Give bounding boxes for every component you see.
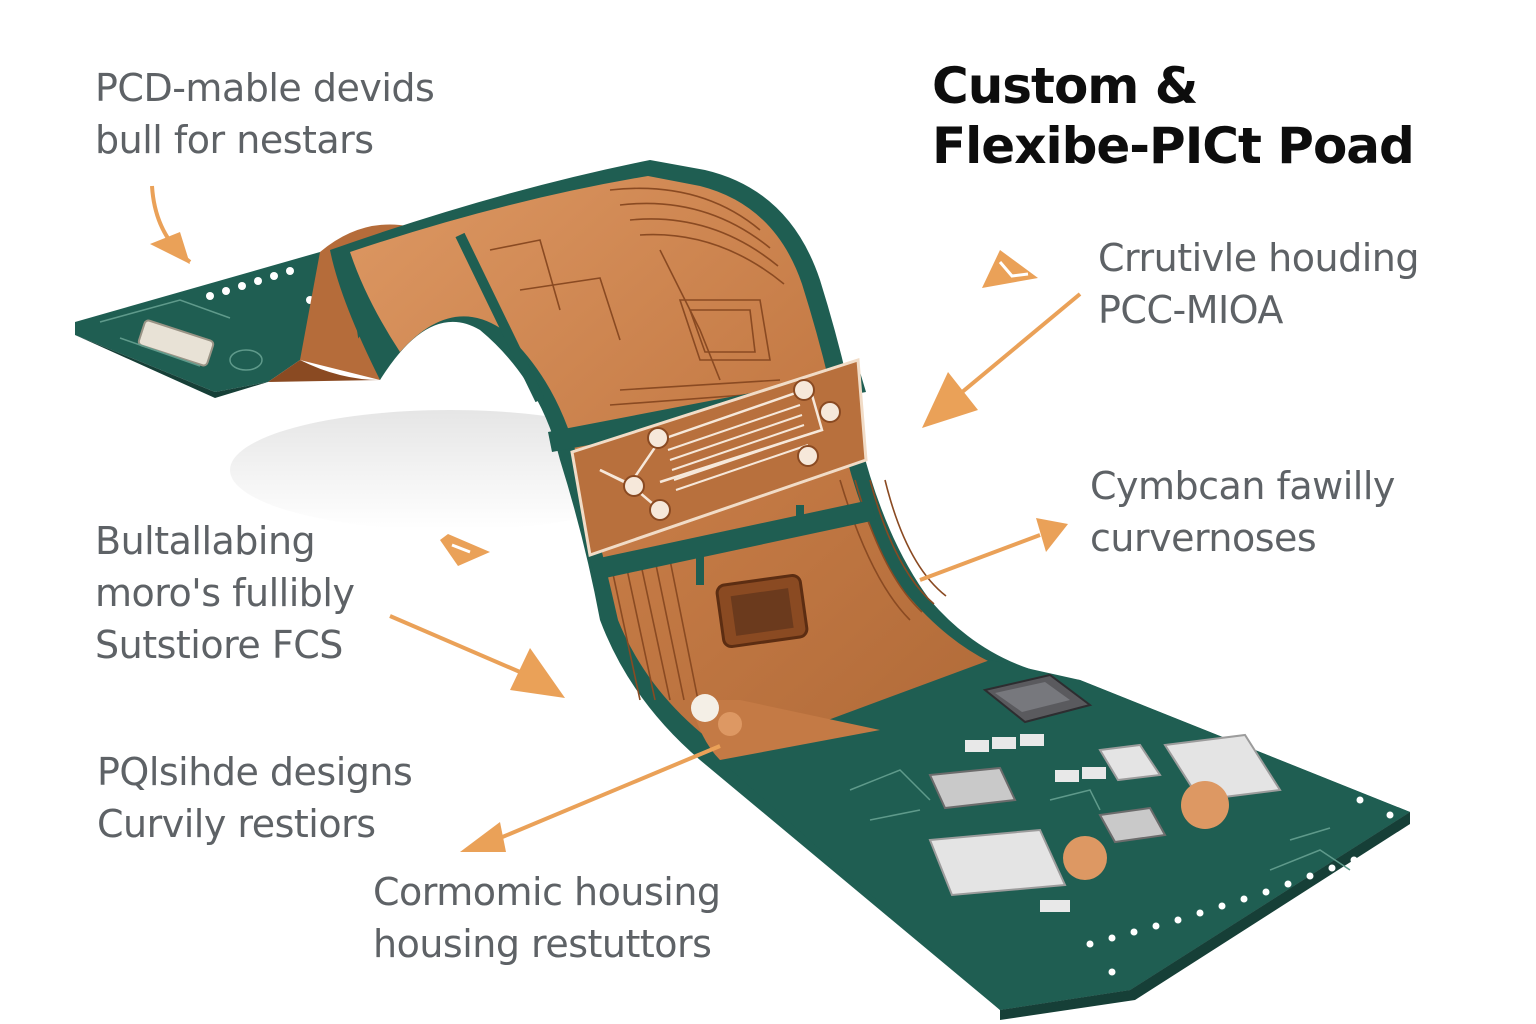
- connector-icon: [623, 379, 841, 521]
- triangle-marker-icon: [982, 250, 1038, 288]
- page-title: Custom & Flexibe-PICt Poad: [932, 56, 1415, 176]
- callout-line: Cymbcan fawilly: [1090, 464, 1395, 508]
- callout-line: Bultallabing: [95, 519, 316, 563]
- callout-mid-right: Cymbcan fawilly curvernoses: [1090, 460, 1395, 564]
- callout-line: PQlsihde designs: [97, 750, 413, 794]
- callout-low-left: PQlsihde designs Curvily restiors: [97, 746, 413, 850]
- chip-icon: [137, 319, 215, 367]
- pad-icon: [1063, 836, 1107, 880]
- callout-line: Crrutivle houding: [1098, 236, 1419, 280]
- callout-line: bull for nestars: [95, 118, 374, 162]
- callout-top-right: Crrutivle houding PCC-MIOA: [1098, 232, 1419, 336]
- callout-line: Sutstiore FCS: [95, 623, 343, 667]
- pad-icon: [718, 712, 742, 736]
- arrow-icon: [150, 185, 192, 264]
- pad-icon: [1181, 781, 1229, 829]
- callout-top-left: PCD-mable devids bull for nestars: [95, 62, 435, 166]
- arrows: [150, 185, 1082, 852]
- callout-line: housing restuttors: [373, 922, 712, 966]
- callout-line: PCC-MIOA: [1098, 288, 1283, 332]
- callout-mid-left: Bultallabing moro's fullibly Sutstiore F…: [95, 515, 355, 671]
- via-holes-lower: [1086, 796, 1394, 976]
- callout-line: curvernoses: [1090, 516, 1317, 560]
- arrow-icon: [460, 744, 721, 852]
- arrow-icon: [922, 292, 1082, 428]
- callout-line: Curvily restiors: [97, 802, 376, 846]
- callout-bottom: Cormomic housing housing restuttors: [373, 866, 721, 970]
- callout-line: moro's fullibly: [95, 571, 355, 615]
- pad-icon: [691, 694, 719, 722]
- arrow-icon: [919, 518, 1068, 582]
- circuit-panel: [570, 357, 868, 557]
- title-line-1: Custom &: [932, 57, 1198, 115]
- components: [928, 673, 1282, 912]
- left-board-tail: [75, 250, 360, 392]
- arrow-icon: [389, 614, 565, 698]
- callout-line: PCD-mable devids: [95, 66, 435, 110]
- title-line-2: Flexibe-PICt Poad: [932, 117, 1415, 175]
- callout-line: Cormomic housing: [373, 870, 721, 914]
